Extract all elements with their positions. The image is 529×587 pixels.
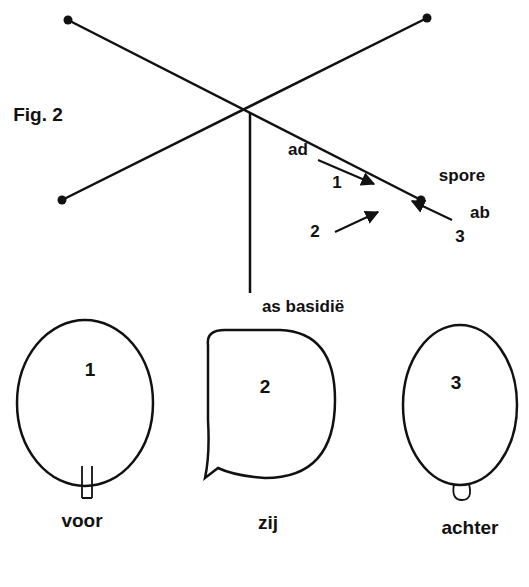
callout-number: 2 xyxy=(310,223,319,242)
callout-number: 2 xyxy=(260,377,271,398)
axis-label: as basidië xyxy=(262,298,344,317)
view-label: achter xyxy=(441,518,498,539)
part-label: spore xyxy=(439,167,485,186)
view-label: zij xyxy=(258,513,278,534)
spore-outlines xyxy=(17,320,517,500)
sterigma-star xyxy=(62,18,427,293)
callout-number: 3 xyxy=(455,228,464,247)
figure-label: Fig. 2 xyxy=(13,105,63,126)
spore-dots xyxy=(58,14,432,205)
callout-number: 1 xyxy=(332,174,341,193)
direction-label: ad xyxy=(288,141,308,160)
view-arrows xyxy=(318,160,452,232)
direction-label: ab xyxy=(470,204,490,223)
callout-number: 3 xyxy=(451,373,462,394)
callout-number: 1 xyxy=(85,360,96,381)
view-label: voor xyxy=(61,511,102,532)
